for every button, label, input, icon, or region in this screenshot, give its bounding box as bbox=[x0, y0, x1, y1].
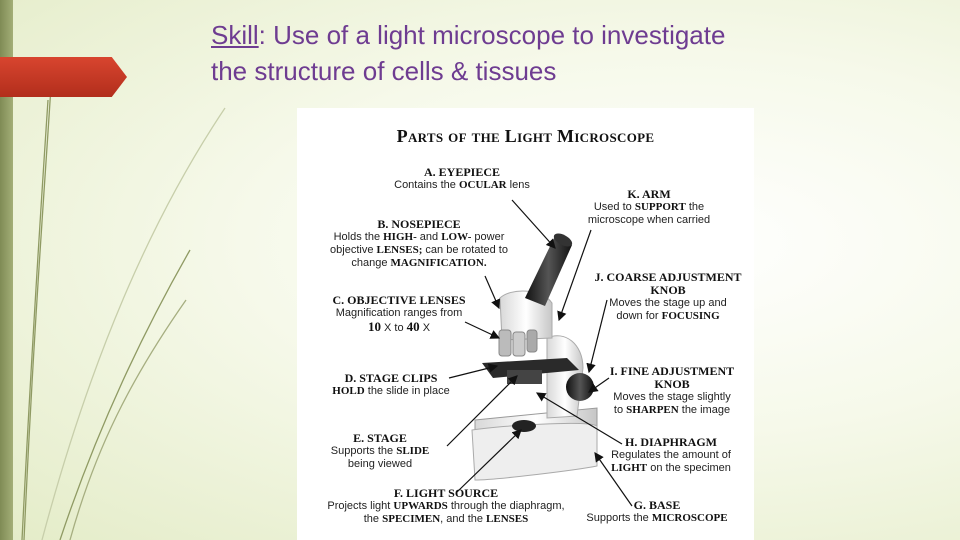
label-coarse-desc-1: Moves the stage up and bbox=[609, 297, 727, 309]
label-stage-desc-2: being viewed bbox=[347, 458, 413, 470]
label-coarse-head-1: J. COARSE ADJUSTMENT bbox=[594, 270, 742, 284]
diagram-heading: Parts of the Light Microscope bbox=[396, 126, 655, 146]
label-base-desc: Supports the MICROSCOPE bbox=[586, 512, 728, 524]
label-fine-head-1: I. FINE ADJUSTMENT bbox=[609, 364, 735, 378]
title-arrow-tab bbox=[0, 57, 127, 97]
label-objective-head: C. OBJECTIVE LENSES bbox=[332, 293, 466, 307]
label-fine-head-2: KNOB bbox=[654, 377, 690, 391]
label-fine-desc-2: to SHARPEN the image bbox=[613, 404, 731, 416]
label-light-source: F. LIGHT SOURCE Projects light UPWARDS t… bbox=[317, 487, 575, 526]
label-arm-desc-1: Used to SUPPORT the bbox=[593, 201, 705, 213]
label-arm: K. ARM Used to SUPPORT the microscope wh… bbox=[579, 188, 719, 227]
label-light-source-head: F. LIGHT SOURCE bbox=[393, 486, 499, 500]
label-nosepiece: B. NOSEPIECE Holds the HIGH- and LOW- po… bbox=[321, 218, 517, 270]
label-base-head: G. BASE bbox=[633, 498, 681, 512]
label-fine-adjustment-knob: I. FINE ADJUSTMENT KNOB Moves the stage … bbox=[597, 365, 747, 417]
label-stage-desc-1: Supports the SLIDE bbox=[330, 445, 430, 457]
label-diaphragm-desc-2: LIGHT on the specimen bbox=[611, 462, 731, 474]
label-coarse-head-2: KNOB bbox=[650, 283, 686, 297]
label-arm-head: K. ARM bbox=[627, 187, 671, 201]
label-stage-clips: D. STAGE CLIPS HOLD the slide in place bbox=[321, 372, 461, 398]
label-stage-head: E. STAGE bbox=[353, 431, 407, 445]
title-line-1-text: : Use of a light microscope to investiga… bbox=[258, 20, 726, 50]
label-light-source-desc-1: Projects light UPWARDS through the diaph… bbox=[327, 500, 565, 512]
microscope-illustration bbox=[446, 199, 633, 507]
label-stage-clips-head: D. STAGE CLIPS bbox=[344, 371, 438, 385]
label-diaphragm-head: H. DIAPHRAGM bbox=[625, 435, 717, 449]
label-diaphragm-desc-1: Regulates the amount of bbox=[611, 449, 731, 461]
label-arm-desc-2: microscope when carried bbox=[587, 214, 711, 226]
left-accent-bar bbox=[0, 0, 13, 540]
label-diaphragm: H. DIAPHRAGM Regulates the amount of LIG… bbox=[601, 436, 741, 475]
label-eyepiece-head: A. EYEPIECE bbox=[423, 165, 500, 179]
label-coarse-desc-2: down for FOCUSING bbox=[616, 310, 720, 322]
label-nosepiece-desc-2: objective LENSES; can be rotated to bbox=[330, 244, 508, 256]
label-objective-desc-1: Magnification ranges from bbox=[335, 307, 463, 319]
label-light-source-desc-2: the SPECIMEN, and the LENSES bbox=[363, 513, 529, 525]
label-fine-desc-1: Moves the stage slightly bbox=[613, 391, 731, 403]
label-stage: E. STAGE Supports the SLIDE being viewed bbox=[317, 432, 443, 471]
label-stage-clips-desc: HOLD the slide in place bbox=[332, 385, 450, 397]
label-nosepiece-head: B. NOSEPIECE bbox=[377, 217, 461, 231]
label-objective-desc-2: 10 X to 40 X bbox=[367, 319, 431, 334]
label-coarse-adjustment-knob: J. COARSE ADJUSTMENT KNOB Moves the stag… bbox=[593, 271, 743, 323]
label-objective-lenses: C. OBJECTIVE LENSES Magnification ranges… bbox=[319, 294, 479, 335]
title-line-1: Skill: Use of a light microscope to inve… bbox=[211, 17, 911, 53]
title-skill-word: Skill bbox=[211, 20, 259, 50]
label-eyepiece: A. EYEPIECE Contains the OCULAR lens bbox=[387, 166, 537, 192]
label-nosepiece-desc-3: change MAGNIFICATION. bbox=[351, 257, 487, 269]
label-base: G. BASE Supports the MICROSCOPE bbox=[577, 499, 737, 525]
label-eyepiece-desc: Contains the OCULAR lens bbox=[394, 179, 530, 191]
slide-title: Skill: Use of a light microscope to inve… bbox=[211, 17, 911, 89]
title-line-2: the structure of cells & tissues bbox=[211, 56, 557, 86]
microscope-diagram: Parts of the Light Microscope A. EYEPIEC… bbox=[297, 108, 754, 540]
label-nosepiece-desc-1: Holds the HIGH- and LOW- power bbox=[333, 231, 505, 243]
